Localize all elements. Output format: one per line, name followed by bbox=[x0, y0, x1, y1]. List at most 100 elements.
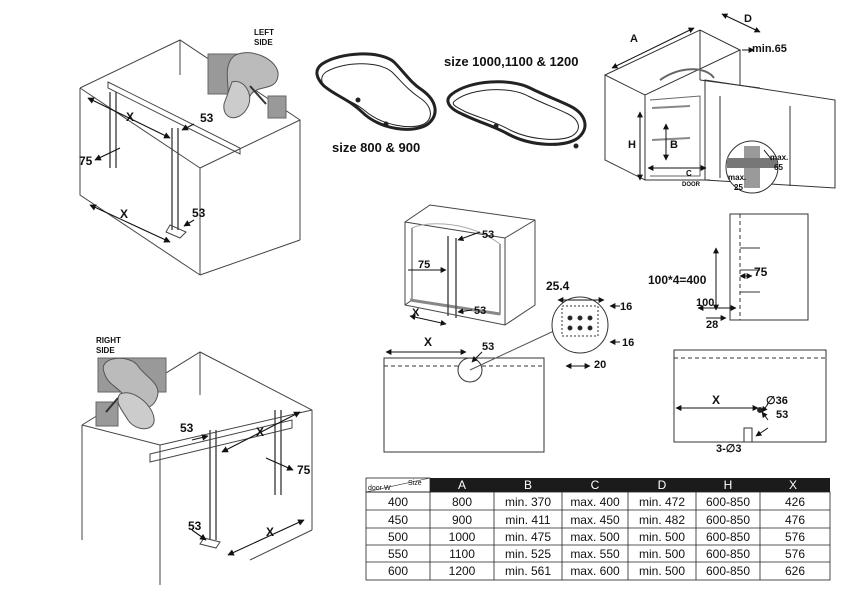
table-cell: 1100 bbox=[449, 547, 475, 561]
bottom-plan-53: 53 bbox=[776, 409, 788, 421]
hole-detail-dimensions bbox=[557, 297, 620, 369]
left-side-label-line1: LEFT bbox=[254, 28, 274, 37]
left-side-fitting bbox=[207, 52, 287, 119]
table-cell: 600-850 bbox=[706, 513, 750, 527]
detail-16-upper: 16 bbox=[620, 301, 632, 313]
right-side-label-line1: RIGHT bbox=[96, 336, 121, 345]
table-cell: 476 bbox=[785, 513, 805, 527]
right-side-label-line2: SIDE bbox=[96, 346, 115, 355]
table-cell: max. 400 bbox=[570, 495, 620, 509]
panel-28: 28 bbox=[706, 319, 718, 331]
right-75: 75 bbox=[297, 463, 311, 477]
left-cabinet-dimensions bbox=[87, 97, 195, 243]
table-cell: min. 500 bbox=[639, 530, 685, 544]
corner-detail-circle bbox=[725, 140, 779, 194]
size-small-label: size 800 & 900 bbox=[332, 140, 420, 155]
side-panel-drawing bbox=[729, 213, 809, 321]
table-cell: max. 500 bbox=[570, 530, 620, 544]
middle-cabinet-dimensions bbox=[408, 231, 481, 326]
table-cell: min. 500 bbox=[639, 564, 685, 578]
plan-x: X bbox=[424, 335, 432, 349]
table-cell: min. 370 bbox=[505, 495, 551, 509]
bottom-plan-phi36: ∅36 bbox=[766, 395, 788, 407]
table-header-d: D bbox=[658, 478, 667, 492]
table-header-a: A bbox=[458, 478, 466, 492]
table-header-b: B bbox=[524, 478, 532, 492]
dim-max25-line2: 25 bbox=[734, 183, 743, 192]
left-side-label-line2: SIDE bbox=[254, 38, 273, 47]
dim-c: C bbox=[686, 169, 692, 178]
dim-door: DOOR bbox=[682, 182, 701, 188]
table-cell: 800 bbox=[452, 495, 472, 509]
bottom-plan-phi3: 3-∅3 bbox=[716, 443, 741, 455]
right-53-upper: 53 bbox=[180, 421, 194, 435]
tray-small-drawing bbox=[315, 52, 437, 131]
dim-d: D bbox=[744, 13, 752, 25]
detail-20: 20 bbox=[594, 359, 606, 371]
table-cell: 600-850 bbox=[706, 495, 750, 509]
size-large-label: size 1000,1100 & 1200 bbox=[444, 54, 578, 69]
right-cabinet-dimensions bbox=[191, 411, 305, 556]
side-panel-dimensions bbox=[697, 247, 753, 321]
table-cell: min. 475 bbox=[505, 530, 551, 544]
table-cell: min. 500 bbox=[639, 547, 685, 561]
right-53-lower: 53 bbox=[188, 519, 202, 533]
table-cell: 1200 bbox=[449, 564, 476, 578]
table-cell: max. 600 bbox=[570, 564, 620, 578]
right-x-upper: X bbox=[256, 425, 264, 439]
left-53-lower: 53 bbox=[192, 206, 206, 220]
table-row: 400 800 min. 370 max. 400 min. 472 600-8… bbox=[388, 495, 805, 509]
table-cell: 600-850 bbox=[706, 530, 750, 544]
dim-max25-line1: max. bbox=[728, 173, 746, 182]
hole-detail-drawing bbox=[551, 296, 609, 354]
table-cell: min. 482 bbox=[639, 513, 685, 527]
plan-53: 53 bbox=[482, 341, 494, 353]
table-cell: max. 450 bbox=[570, 513, 620, 527]
mid-x: X bbox=[412, 307, 420, 319]
right-x-lower: X bbox=[266, 525, 274, 539]
table-header-x: X bbox=[789, 478, 797, 492]
table-row: 550 1100 min. 525 max. 550 min. 500 600-… bbox=[388, 547, 805, 561]
detail-25-4: 25.4 bbox=[546, 279, 570, 293]
table-cell: 550 bbox=[388, 547, 408, 561]
table-cell: min. 411 bbox=[505, 513, 550, 527]
left-53-upper: 53 bbox=[200, 111, 214, 125]
table-cell: 600 bbox=[388, 564, 408, 578]
size-table: Size door W A B C D H X 400 800 min. 370… bbox=[365, 477, 831, 581]
detail-16-lower: 16 bbox=[622, 337, 634, 349]
left-x-lower: X bbox=[120, 207, 128, 221]
bottom-plan-x: X bbox=[712, 393, 720, 407]
table-header-h: H bbox=[724, 478, 733, 492]
table-cell: 500 bbox=[388, 530, 408, 544]
table-cell: max. 550 bbox=[570, 547, 620, 561]
table-cell: 600-850 bbox=[706, 564, 750, 578]
table-cell: 900 bbox=[452, 513, 472, 527]
mid-53-lower: 53 bbox=[474, 305, 486, 317]
corner-cabinet-dimensions bbox=[611, 13, 761, 181]
table-row: 450 900 min. 411 max. 450 min. 482 600-8… bbox=[388, 513, 805, 527]
table-corner-door: door W bbox=[368, 485, 391, 492]
table-cell: 600-850 bbox=[706, 547, 750, 561]
bottom-plan-dimensions bbox=[675, 403, 769, 437]
tray-large-drawing bbox=[446, 80, 587, 149]
panel-100: 100 bbox=[696, 297, 714, 309]
table-cell: min. 561 bbox=[505, 564, 551, 578]
table-row: 600 1200 min. 561 max. 600 min. 500 600-… bbox=[388, 564, 805, 578]
table-cell: 1000 bbox=[449, 530, 476, 544]
dim-min65: min.65 bbox=[752, 43, 787, 55]
plan-view-drawing bbox=[383, 329, 557, 453]
right-side-fitting bbox=[95, 357, 167, 430]
plan-view-dimensions bbox=[385, 349, 483, 363]
table-cell: 400 bbox=[388, 495, 408, 509]
table-cell: min. 525 bbox=[505, 547, 551, 561]
middle-cabinet-drawing bbox=[404, 204, 536, 326]
table-cell: 626 bbox=[785, 564, 805, 578]
left-x-upper: X bbox=[126, 110, 134, 124]
table-cell: min. 472 bbox=[639, 495, 685, 509]
table-cell: 426 bbox=[785, 495, 805, 509]
table-row: 500 1000 min. 475 max. 500 min. 500 600-… bbox=[388, 530, 805, 544]
panel-spacing: 100*4=400 bbox=[648, 273, 707, 287]
left-75: 75 bbox=[79, 154, 93, 168]
dim-max65-line1: max. bbox=[770, 153, 788, 162]
